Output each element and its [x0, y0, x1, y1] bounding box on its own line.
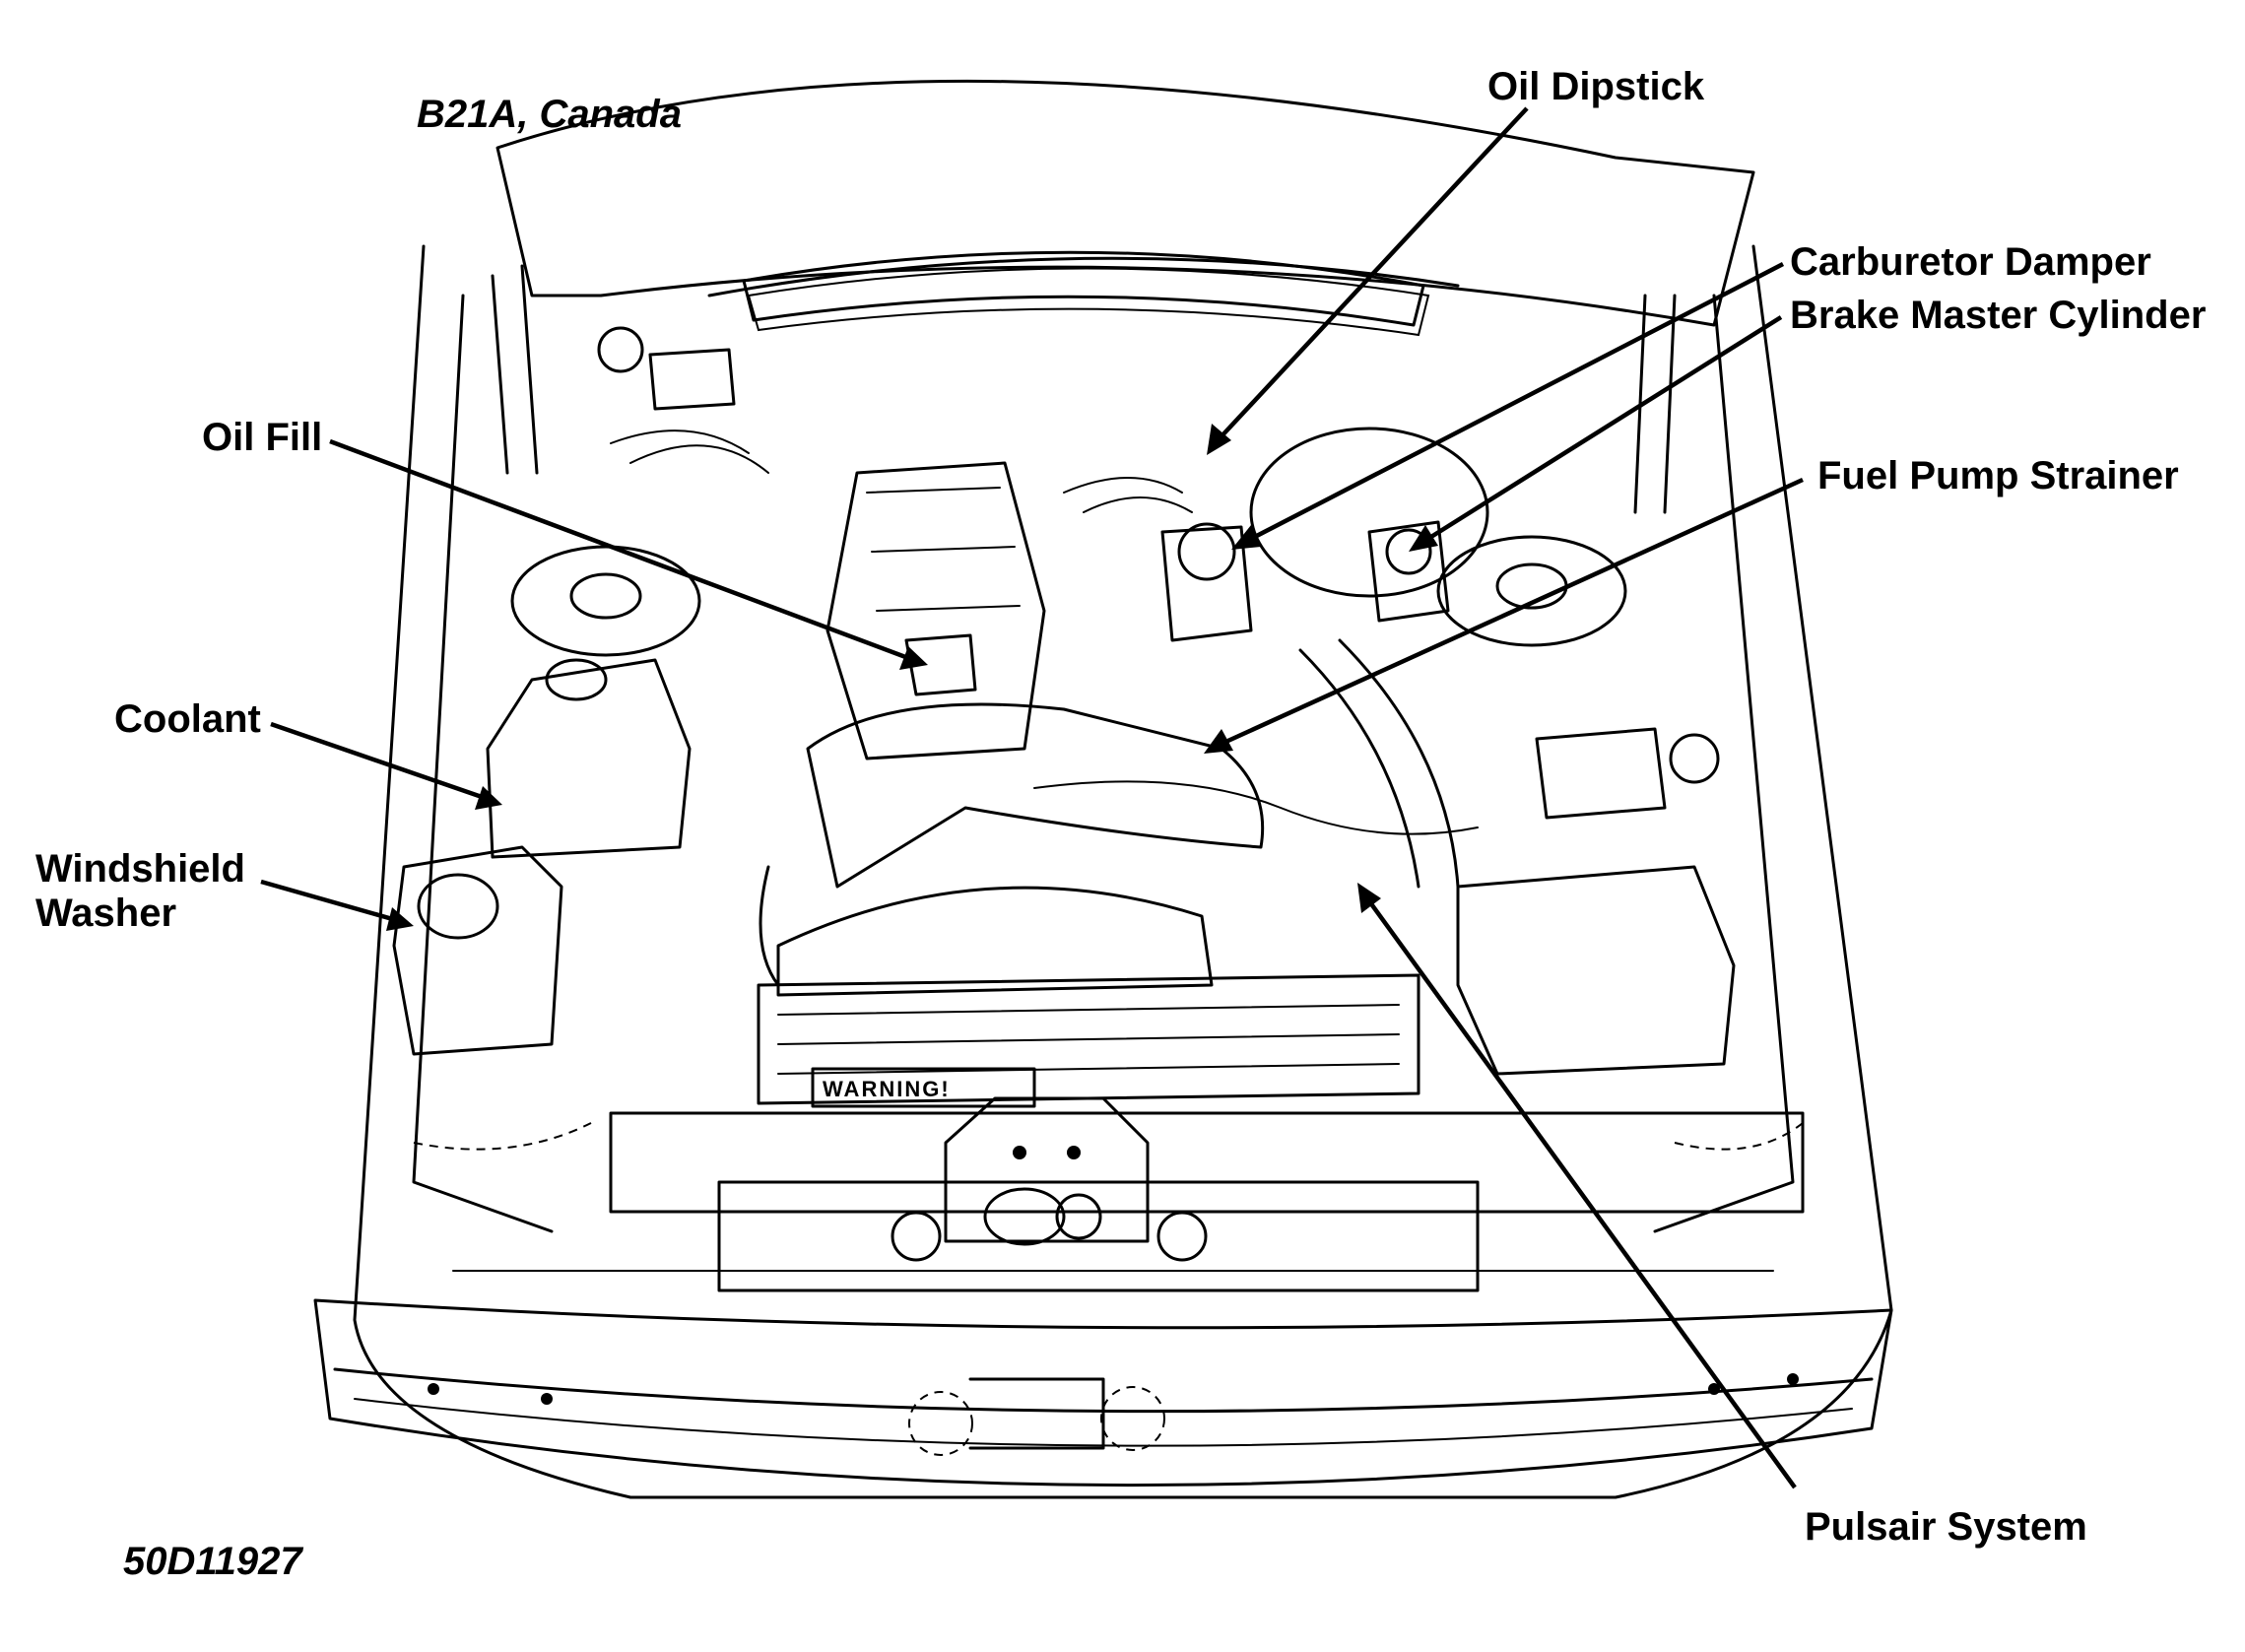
callout-windshield-washer-line1: Windshield: [35, 847, 245, 891]
figure-code: 50D11927: [123, 1540, 302, 1583]
callout-oil-fill: Oil Fill: [202, 416, 323, 459]
oil-fill-cap: [904, 633, 977, 696]
leader-carburetor-damper: [1247, 262, 1785, 542]
leader-oil-fill: [329, 438, 909, 661]
arrow-oil-dipstick: [1207, 424, 1231, 455]
brake-booster: [1249, 427, 1489, 598]
car-body-outline: [313, 79, 1893, 1499]
leader-windshield-washer: [260, 879, 397, 923]
arrow-carburetor-damper: [1231, 525, 1261, 550]
radiator: [757, 973, 1420, 1105]
callout-carburetor-damper: Carburetor Damper: [1790, 240, 2151, 284]
callout-oil-dipstick: Oil Dipstick: [1487, 65, 1705, 108]
carburetor: [1160, 525, 1253, 642]
callout-pulsair-system: Pulsair System: [1805, 1505, 2087, 1549]
washer-reservoir: [392, 845, 563, 1056]
callout-leaders: [260, 106, 1804, 1489]
brake-master-cylinder: [1367, 520, 1450, 623]
warning-plate-text: WARNING!: [823, 1077, 951, 1101]
leader-coolant: [270, 721, 486, 801]
model-caption: B21A, Canada: [417, 93, 682, 136]
callout-windshield-washer-line2: Washer: [35, 891, 177, 935]
callout-windshield-washer: Windshield Washer: [35, 847, 245, 936]
warning-plate: WARNING!: [811, 1067, 1036, 1108]
arrow-brake-master-cylinder: [1409, 525, 1438, 552]
hood-vent-grille: [742, 250, 1425, 327]
arrow-pulsair-system: [1357, 883, 1381, 913]
arrow-coolant: [475, 786, 502, 810]
arrow-oil-fill: [899, 646, 928, 670]
arrow-fuel-pump-strainer: [1204, 729, 1233, 754]
arrow-windshield-washer: [386, 907, 414, 931]
coolant-reservoir: [486, 658, 692, 859]
callout-fuel-pump-strainer: Fuel Pump Strainer: [1817, 454, 2179, 497]
leader-oil-dipstick: [1218, 106, 1529, 440]
callout-brake-master-cylinder: Brake Master Cylinder: [1790, 294, 2207, 337]
leader-fuel-pump-strainer: [1221, 477, 1804, 747]
engine-assembly: [392, 326, 1804, 1405]
leader-pulsair-system: [1365, 896, 1797, 1489]
callout-coolant: Coolant: [114, 697, 261, 741]
battery: [1456, 865, 1736, 1076]
leader-brake-master-cylinder: [1424, 315, 1783, 542]
